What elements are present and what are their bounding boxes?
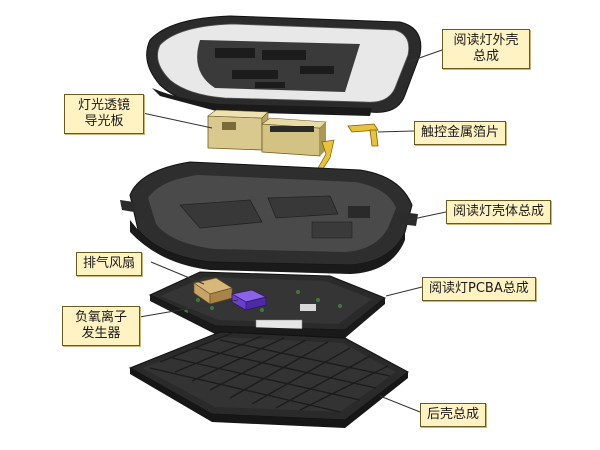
label-line-2: 导光板 <box>84 114 124 129</box>
outer-shell-part <box>146 15 422 116</box>
label-line-2: 发生器 <box>81 326 121 341</box>
label-line-1: 负氧离子 <box>74 310 127 325</box>
label-line-2: 总成 <box>472 49 499 64</box>
label-reading-lamp-shell-body: 阅读灯壳体总成 <box>446 200 552 224</box>
label-rear-shell: 后壳总成 <box>420 403 487 427</box>
label-line-1: 后壳总成 <box>427 407 480 422</box>
label-light-guide-plate: 灯光透镜 导光板 <box>64 94 144 134</box>
label-exhaust-fan: 排气风扇 <box>76 252 143 276</box>
rear-shell-part <box>128 329 409 428</box>
leader-lines <box>133 49 447 413</box>
label-line-1: 排气风扇 <box>83 256 136 271</box>
ion-generator-part <box>231 289 268 311</box>
label-negative-ion-generator: 负氧离子 发生器 <box>62 306 140 346</box>
label-reading-lamp-outer-shell: 阅读灯外壳 总成 <box>442 29 530 69</box>
label-touch-metal-foil: 触控金属箔片 <box>414 121 507 145</box>
label-line-1: 触控金属箔片 <box>421 125 500 140</box>
shell-body-part <box>120 161 418 274</box>
label-line-1: 阅读灯壳体总成 <box>453 204 545 219</box>
light-guide-part <box>207 109 327 157</box>
label-line-1: 阅读灯外壳 <box>453 33 519 48</box>
pcba-part <box>148 271 386 338</box>
label-line-1: 灯光透镜 <box>77 98 130 113</box>
label-reading-lamp-pcba: 阅读灯PCBA总成 <box>422 277 536 301</box>
label-line-1: 阅读灯PCBA总成 <box>429 281 529 296</box>
exhaust-fan-part <box>193 277 233 305</box>
